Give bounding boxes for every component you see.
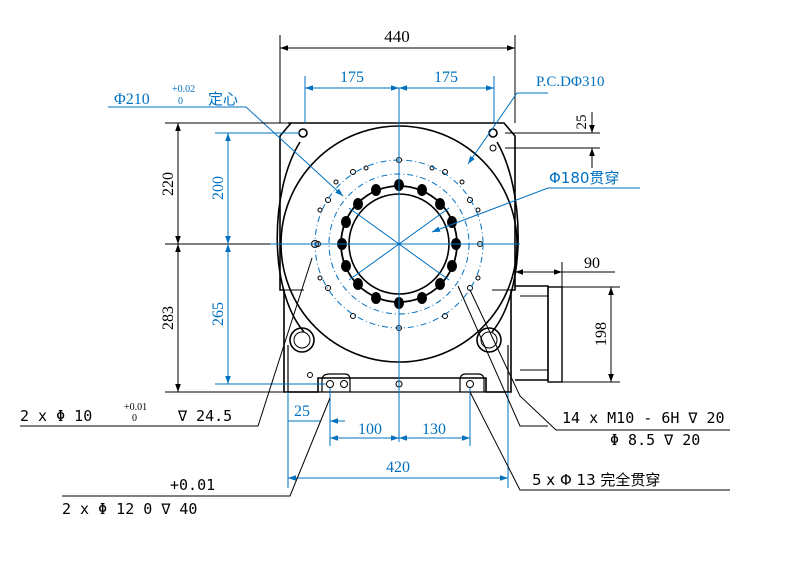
housing-arc-right [491,141,519,333]
motor-flange [515,285,549,381]
corner-hole-tr [488,128,498,138]
base-plate [287,345,509,393]
callout-dowel10-tol-upper: +0.01 [124,402,147,413]
housing-outline [279,122,516,393]
slot-right [459,373,485,392]
callout-thread-line2: Φ 8.5 ∇ 20 [610,431,700,449]
part-outline [276,122,563,393]
callout-dowel12-line: 2 x Φ 12 0 ∇ 40 [62,500,197,518]
corner-hole-tl [298,128,308,138]
dim-175-right: 175 [434,69,458,86]
dim-pilot-tol-upper: +0.02 [172,84,195,95]
dim-100: 100 [358,421,382,438]
dim-bore-180: Φ180贯穿 [549,169,619,187]
dim-90: 90 [584,255,600,272]
dim-pilot-suffix: 定心 [208,90,238,108]
small-holes [307,157,483,388]
dim-175-left: 175 [340,69,364,86]
center-lines [270,88,520,442]
callout-dowel10-tol-lower: 0 [132,413,137,424]
housing-arc-left [276,141,305,333]
callout-dowel10-main: 2 x Φ 10 [20,407,92,425]
dim-130: 130 [422,421,446,438]
corner-hole-br-inner [480,331,498,349]
callout-text: 2 x Φ 10 +0.01 0 ∇ 24.5 14 x M10 - 6H ∇ … [20,402,725,518]
dimension-lines [20,35,730,497]
dim-25-bottom: 25 [294,403,310,420]
corner-hole-br [476,327,502,353]
dim-25-top: 25 [574,115,590,130]
corner-hole-bl-inner [293,331,311,349]
dim-pilot-tol-lower: 0 [178,96,183,107]
callout-dowel10-depth: ∇ 24.5 [177,407,232,425]
dim-pilot-main: Φ210 [114,91,150,108]
dim-198: 198 [593,322,610,346]
pilot-circle [328,173,470,315]
dim-440: 440 [384,27,410,46]
dim-265: 265 [210,302,227,326]
slot-left [321,373,351,392]
dimension-text: 440 175 175 P.C.DΦ310 Φ210 +0.02 0 定心 25… [114,27,619,476]
pcd-circle [314,159,484,329]
callout-dowel12-tol: +0.01 [170,476,215,494]
dim-200: 200 [210,176,227,200]
dim-220: 220 [160,172,177,196]
dim-420: 420 [386,459,410,476]
dim-pcd: P.C.DΦ310 [536,74,604,90]
motor-body [547,286,563,383]
callout-through5: 5 x Φ 13 完全贯穿 [532,471,660,489]
dim-283: 283 [160,306,177,330]
corner-hole-bl [289,327,315,353]
callout-thread-line1: 14 x M10 - 6H ∇ 20 [562,409,725,427]
